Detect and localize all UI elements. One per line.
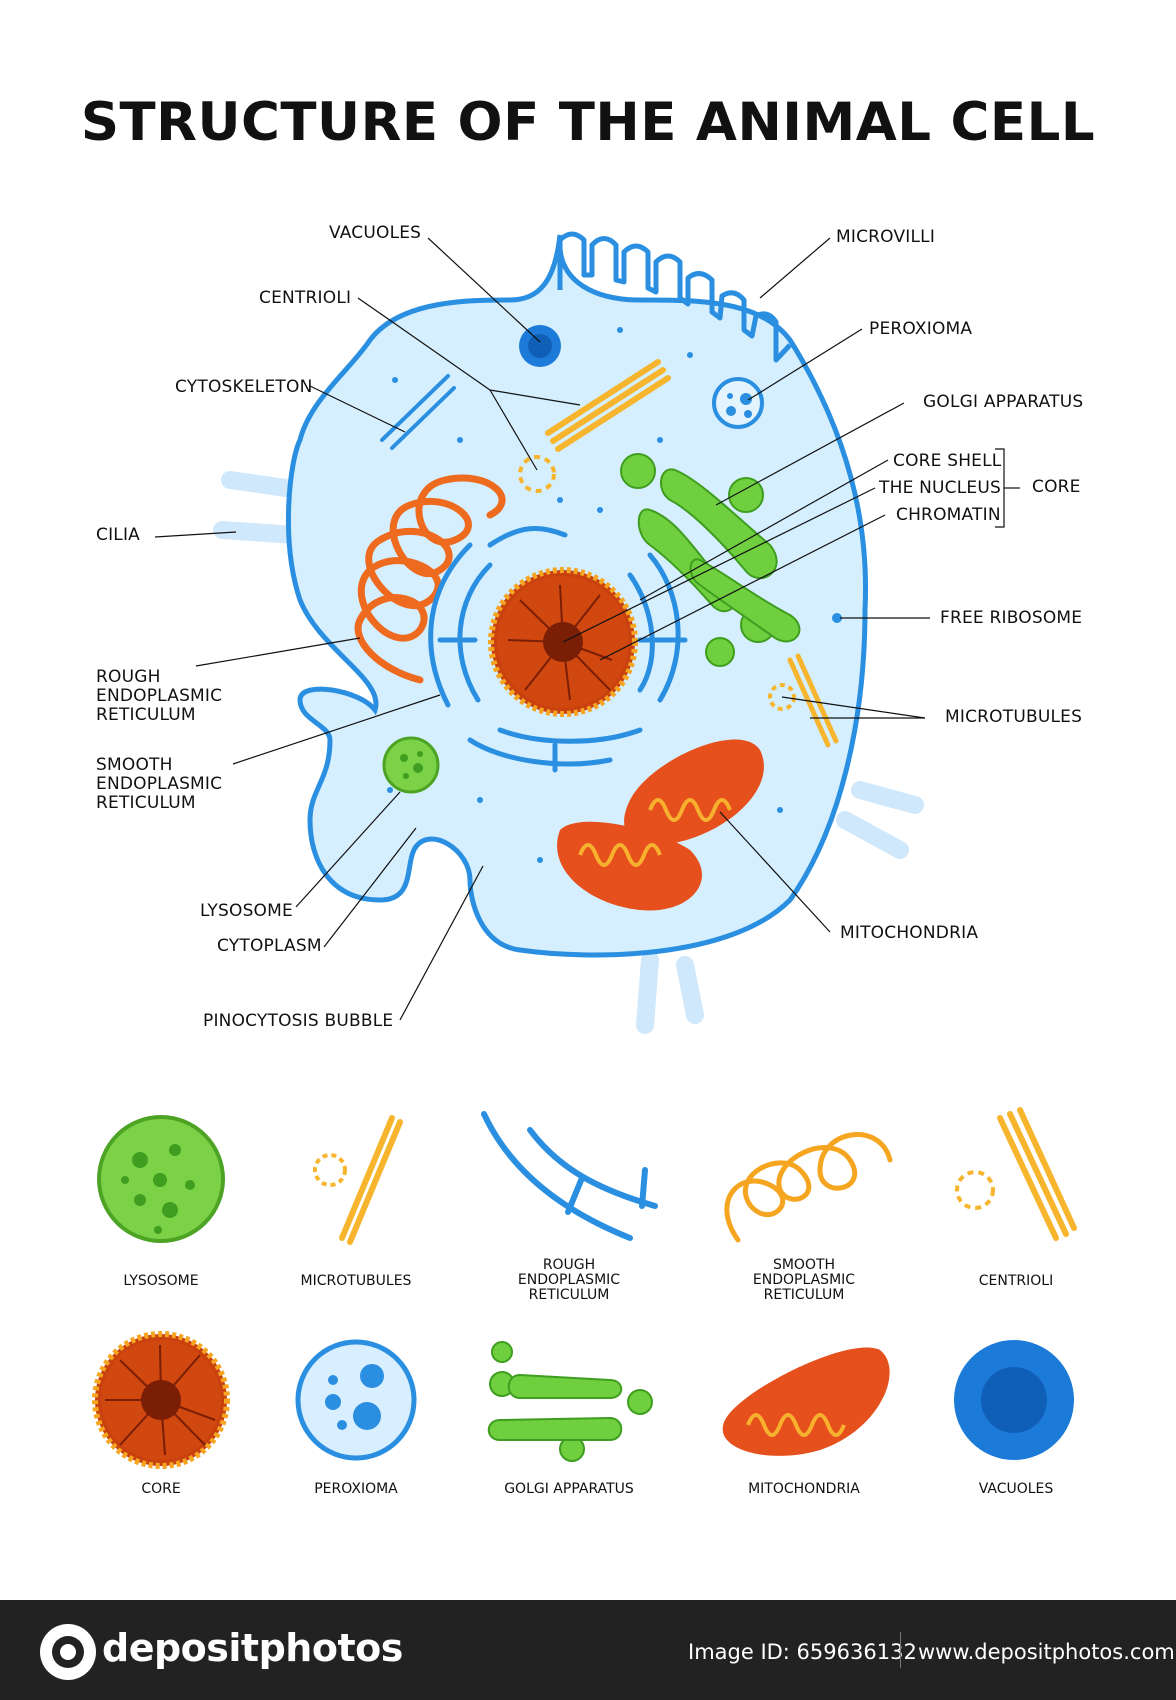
label-core-shell: CORE SHELL xyxy=(893,452,1001,471)
diagram-stage: VACUOLES CENTRIOLI CYTOSKELETON CILIA RO… xyxy=(0,0,1176,1600)
label-free-ribosome: FREE RIBOSOME xyxy=(940,609,1082,628)
peroxioma xyxy=(714,379,762,427)
gallery-microtubules-icon xyxy=(315,1118,400,1242)
gallery-mitochondria-icon xyxy=(723,1347,890,1455)
label-golgi-apparatus: GOLGI APPARATUS xyxy=(923,393,1083,412)
label-centrioli: CENTRIOLI xyxy=(259,289,351,308)
label-microtubules: MICROTUBULES xyxy=(945,708,1082,727)
gallery-lysosome-icon xyxy=(99,1117,223,1241)
gallery-label-rough-er: ROUGH ENDOPLASMIC RETICULUM xyxy=(469,1258,669,1303)
gallery-label-lysosome: LYSOSOME xyxy=(61,1274,261,1289)
gallery-vacuoles-icon xyxy=(954,1340,1074,1460)
gallery-label-core: CORE xyxy=(61,1482,261,1497)
image-id: Image ID: 659636132 xyxy=(688,1640,917,1664)
label-cytoplasm: CYTOPLASM xyxy=(217,937,322,956)
label-peroxioma: PEROXIOMA xyxy=(869,320,972,339)
gallery-label-peroxioma: PEROXIOMA xyxy=(256,1482,456,1497)
label-core: CORE xyxy=(1032,478,1081,497)
gallery-label-centrioli: CENTRIOLI xyxy=(916,1274,1116,1289)
gallery-centrioli-icon xyxy=(957,1110,1074,1238)
label-smooth-er: SMOOTH ENDOPLASMIC RETICULUM xyxy=(96,756,222,813)
label-lysosome: LYSOSOME xyxy=(200,902,293,921)
label-chromatin: CHROMATIN xyxy=(896,506,1001,525)
label-cytoskeleton: CYTOSKELETON xyxy=(175,378,313,397)
label-cilia: CILIA xyxy=(96,526,140,545)
gallery-label-vacuoles: VACUOLES xyxy=(916,1482,1116,1497)
label-the-nucleus: THE NUCLEUS xyxy=(879,479,1001,498)
gallery-smooth-er-icon xyxy=(727,1135,890,1240)
label-rough-er: ROUGH ENDOPLASMIC RETICULUM xyxy=(96,668,222,725)
label-mitochondria: MITOCHONDRIA xyxy=(840,924,978,943)
watermark-footer: depositphotos Image ID: 659636132 www.de… xyxy=(0,1600,1176,1700)
lysosome xyxy=(384,738,438,792)
gallery-label-golgi: GOLGI APPARATUS xyxy=(469,1482,669,1497)
label-vacuoles: VACUOLES xyxy=(329,224,421,243)
gallery-golgi-icon xyxy=(489,1342,652,1461)
vacuole xyxy=(519,325,561,367)
gallery-peroxioma-icon xyxy=(298,1342,414,1458)
gallery-label-smooth-er: SMOOTH ENDOPLASMIC RETICULUM xyxy=(704,1258,904,1303)
label-microvilli: MICROVILLI xyxy=(836,228,935,247)
footer-divider xyxy=(900,1632,901,1668)
brand-name: depositphotos xyxy=(102,1626,403,1670)
gallery-label-mitochondria: MITOCHONDRIA xyxy=(704,1482,904,1497)
gallery-rough-er-icon xyxy=(484,1114,655,1238)
site-url: www.depositphotos.com xyxy=(918,1640,1175,1664)
depositphotos-logo-icon xyxy=(40,1624,96,1680)
gallery-core-icon xyxy=(95,1334,227,1466)
label-pinocytosis-bubble: PINOCYTOSIS BUBBLE xyxy=(203,1012,393,1031)
gallery-label-microtubules: MICROTUBULES xyxy=(256,1274,456,1289)
